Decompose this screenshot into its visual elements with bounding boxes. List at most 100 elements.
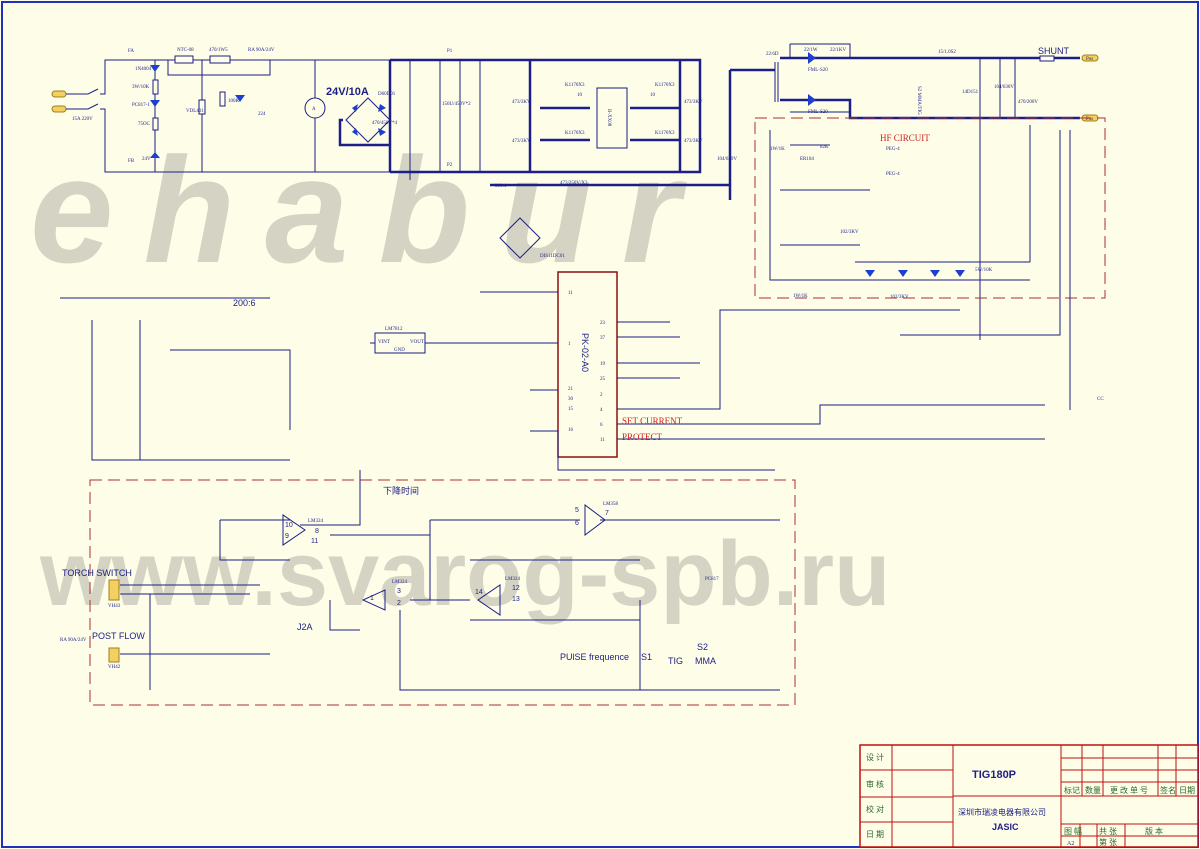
schematic-label: 6 xyxy=(600,423,603,428)
schematic-label: S2 MMA/TIG xyxy=(916,86,921,115)
ic-label: PK-02-A0 xyxy=(580,333,590,372)
schematic-label: NTC-08 xyxy=(177,48,194,53)
s2-label: S2 xyxy=(697,642,708,652)
schematic-label: GND xyxy=(394,348,405,353)
schematic-label: FA xyxy=(128,49,134,54)
schematic-label: 3W/10K xyxy=(132,85,150,90)
schematic-label: PC817-1 xyxy=(132,103,150,108)
schematic-label: 19 xyxy=(600,362,606,367)
schematic-label: 200:6 xyxy=(233,298,256,308)
schematic-label: 16 xyxy=(568,428,574,433)
torch-switch-label: TORCH SWITCH xyxy=(62,568,132,578)
hf-circuit-title: HF CIRCUIT xyxy=(880,133,930,143)
schematic-label: 2 xyxy=(397,600,401,607)
schematic-label: 24V xyxy=(142,157,151,162)
schematic-label: 102/3KV xyxy=(890,295,909,300)
schematic-label: 12 xyxy=(512,585,520,592)
schematic-label: 7 xyxy=(605,510,609,517)
schematic-label: 100K xyxy=(228,99,240,104)
inverter-section: B-XX08 K1170X3 K1170X3 K1170X3 K1170X3 4… xyxy=(490,60,775,259)
schematic-label: 473/3KV xyxy=(512,139,531,144)
watermark-logo: ehabur xyxy=(30,126,710,294)
schematic-label: 473/3KV xyxy=(684,100,703,105)
schematic-label: Pos xyxy=(1086,117,1093,122)
watermark-url: www.svarog-spb.ru xyxy=(39,523,890,625)
schematic-label: 224 xyxy=(258,112,266,117)
schematic-label: VH43 xyxy=(108,604,121,609)
schematic-label: 13 xyxy=(512,596,520,603)
schematic-label: K1170X3 xyxy=(565,83,585,88)
schematic-label: Pos xyxy=(1086,57,1093,62)
schematic-label: K1170X3 xyxy=(565,131,585,136)
schematic-label: 9 xyxy=(285,533,289,540)
schematic-label: PC817 xyxy=(705,577,719,582)
schematic-label: 审 核 xyxy=(866,779,884,789)
schematic-label: 25 xyxy=(600,377,606,382)
schematic-label: FML-S20 xyxy=(808,110,828,115)
schematic-label: 10 xyxy=(650,93,656,98)
schematic-label: K1170X3 xyxy=(655,83,675,88)
schematic-label: 1 xyxy=(568,342,571,347)
company-name-cn: 深圳市瑞凌电器有限公司 xyxy=(958,807,1046,817)
schematic-label: 1W/1K xyxy=(770,147,785,152)
schematic-label: FML-S20 xyxy=(808,68,828,73)
tig-label: TIG xyxy=(668,656,683,666)
schematic-label: 10 xyxy=(285,522,293,529)
schematic-label: A2 xyxy=(1067,841,1074,847)
schematic-label: 5 xyxy=(575,507,579,514)
schematic-label: 日期 xyxy=(1179,786,1195,795)
schematic-label: 11 xyxy=(311,538,318,545)
schematic-label: 1 xyxy=(370,595,374,602)
schematic-label: FB xyxy=(128,159,135,164)
schematic-label: 1W/1K xyxy=(793,294,808,299)
schematic-label: 104/630V xyxy=(994,85,1014,90)
schematic-label: DIS11DC01 xyxy=(540,254,565,259)
schematic-label: D60D01 xyxy=(378,92,396,97)
schematic-label: 10 xyxy=(577,93,583,98)
schematic-label: 11 xyxy=(600,438,605,443)
schematic-label: P2 xyxy=(447,163,453,168)
schematic-label: LM324 xyxy=(308,519,324,524)
schematic-label: 23 xyxy=(600,321,606,326)
output-section: 22:6D FML-S20 FML-S20 22/1W 22/1KV 15/1.… xyxy=(754,43,1106,410)
schematic-label: 15 xyxy=(568,407,574,412)
schematic-label: J2A xyxy=(297,622,313,632)
schematic-label: 300:1 xyxy=(495,184,507,189)
pulse-control-section: 下降时间 TORCH SWITCH POST FLOW VH43 VH42 RA… xyxy=(60,397,1104,706)
schematic-label: VOUT xyxy=(410,340,424,345)
mma-label: MMA xyxy=(695,656,716,666)
schematic-label: 更 改 单 号 xyxy=(1110,785,1148,795)
company-name: JASIC xyxy=(992,822,1019,832)
schematic-label: VINT xyxy=(378,340,390,345)
schematic-label: 图 幅 xyxy=(1064,826,1082,836)
schematic-label: 102/3KV xyxy=(840,230,859,235)
schematic-label: 470/200V xyxy=(1018,100,1038,105)
schematic-label: 15/1.0S2 xyxy=(938,50,956,55)
schematic-label: 15A 220V xyxy=(72,117,93,122)
schematic-label: 1N4004 xyxy=(135,67,152,72)
schematic-label: 75OC xyxy=(138,122,151,127)
schematic-label: 4 xyxy=(600,408,603,413)
schematic-label: 104/630V xyxy=(717,157,737,162)
schematic-label: PEG-4 xyxy=(886,147,900,152)
schematic-label: LM324 xyxy=(505,577,521,582)
schematic-label: 22/1W xyxy=(804,48,818,53)
schematic-label: P1 xyxy=(447,49,453,54)
post-flow-label: POST FLOW xyxy=(92,631,145,641)
schematic-label: 22:6D xyxy=(766,52,779,57)
protect-label: PROTECT xyxy=(622,432,663,442)
schematic-label: 470/1W5 xyxy=(209,48,228,53)
schematic-label: 473/3KV xyxy=(512,100,531,105)
schematic-label: 82K xyxy=(820,145,829,150)
schematic-label: 设 计 xyxy=(866,752,884,762)
schematic-label: LM324 xyxy=(392,580,408,585)
schematic-label: 14D151 xyxy=(962,90,979,95)
s1-label: S1 xyxy=(641,652,652,662)
model-title: TIG180P xyxy=(972,769,1016,781)
schematic-label: ER104 xyxy=(800,157,814,162)
schematic-label: 5W/10K xyxy=(975,268,993,273)
control-ic-section: PK-02-A0 11 1 21 30 15 16 23 37 19 25 2 … xyxy=(60,271,1045,471)
pulse-frequency-label: PUlSE frequence xyxy=(560,652,629,662)
